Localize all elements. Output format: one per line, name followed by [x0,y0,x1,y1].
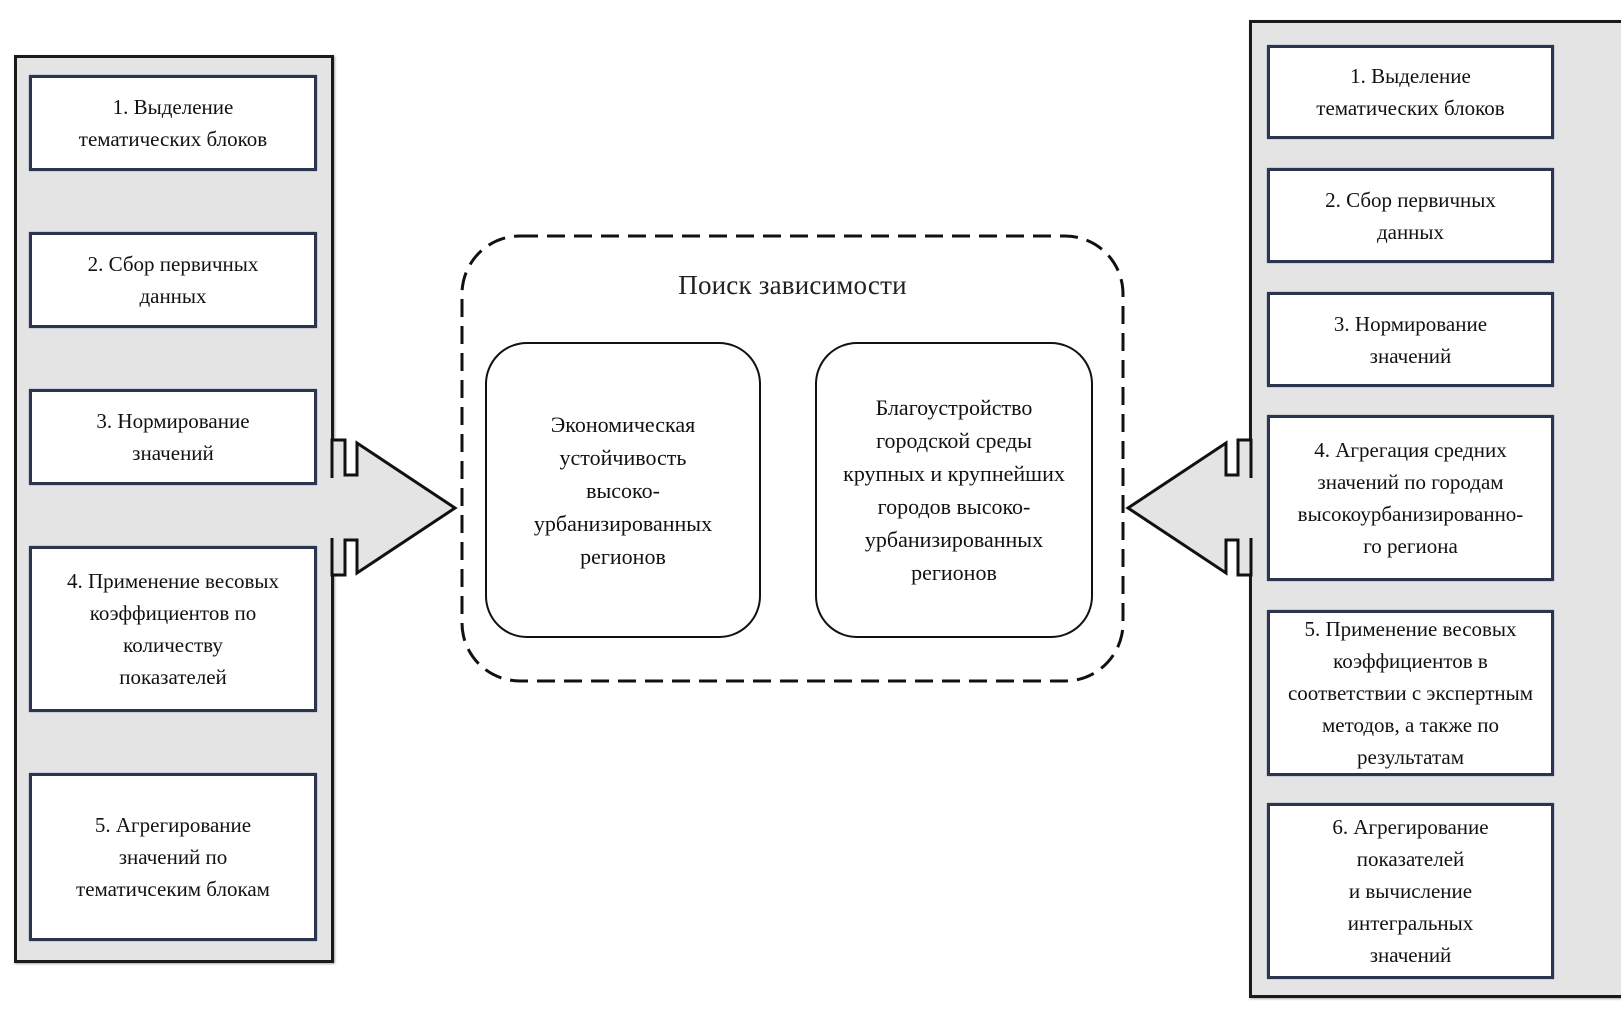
left-step-5-label: 5. Агрегирование значений по тематичсеки… [76,813,270,901]
left-step-5: 5. Агрегирование значений по тематичсеки… [29,773,317,941]
factor-urban-environment: Благоустройство городской среды крупных … [815,342,1093,638]
left-step-4: 4. Применение весовых коэффициентов по к… [29,546,317,712]
right-step-2-label: 2. Сбор первичных данных [1325,187,1496,244]
right-step-6-label: 6. Агрегирование показателей и вычислени… [1332,815,1489,967]
left-step-1-label: 1. Выделение тематических блоков [78,95,268,151]
right-step-1-label: 1. Выделение тематических блоков [1316,64,1505,120]
factor-economic-stability-label: Экономическая устойчивость высоко- урбан… [533,411,713,569]
left-step-2-label: 2. Сбор первичных данных [87,252,259,308]
right-step-3: 3. Нормирование значений [1267,292,1554,387]
left-step-2: 2. Сбор первичных данных [29,232,317,328]
left-arrow-icon [330,438,458,577]
right-arrow-stem [1237,478,1253,538]
left-step-3-label: 3. Нормирование значений [96,409,250,465]
group-title: Поиск зависимости [678,270,907,300]
left-step-4-label: 4. Применение весовых коэффициентов по к… [66,569,280,689]
right-step-4-label: 4. Агрегация средних значений по городам… [1297,438,1524,558]
left-step-3: 3. Нормирование значений [29,389,317,485]
right-step-3-label: 3. Нормирование значений [1333,311,1488,368]
factor-economic-stability: Экономическая устойчивость высоко- урбан… [485,342,761,638]
left-step-1: 1. Выделение тематических блоков [29,75,317,171]
dependency-search-group [460,234,1125,683]
right-step-6: 6. Агрегирование показателей и вычислени… [1267,803,1554,979]
right-step-2: 2. Сбор первичных данных [1267,168,1554,263]
right-step-5-label: 5. Применение весовых коэффициентов в со… [1287,617,1534,769]
right-step-4: 4. Агрегация средних значений по городам… [1267,415,1554,581]
right-arrow-icon [1125,438,1253,577]
right-step-1: 1. Выделение тематических блоков [1267,45,1554,139]
left-arrow-stem [330,478,346,538]
right-step-5: 5. Применение весовых коэффициентов в со… [1267,610,1554,776]
factor-urban-environment-label: Благоустройство городской среды крупных … [843,395,1065,585]
